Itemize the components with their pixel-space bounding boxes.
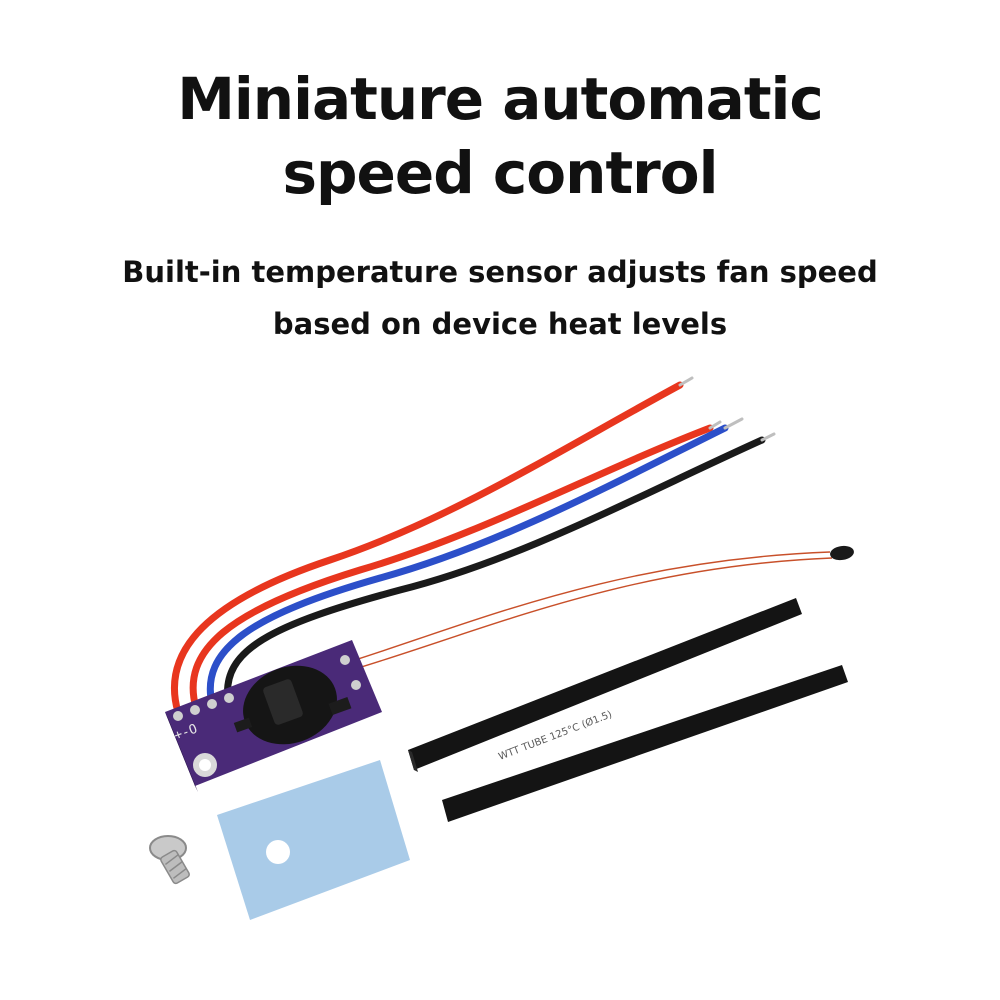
mounting-screw — [149, 835, 190, 885]
wire-red-short — [189, 424, 714, 712]
thermistor-bead — [830, 545, 854, 561]
wire-red-long — [170, 381, 684, 716]
headline: Miniature automatic speed control — [0, 62, 1000, 210]
heat-shrink-tubes: WTT TUBE 125°C (Ø1.5) — [408, 598, 848, 822]
subheadline-line-2: based on device heat levels — [272, 307, 728, 341]
thermal-pad — [217, 760, 410, 920]
controller-board: +-O — [165, 640, 382, 792]
subheadline: Built-in temperature sensor adjusts fan … — [0, 246, 1000, 350]
wire-black — [224, 436, 766, 704]
subheadline-line-1: Built-in temperature sensor adjusts fan … — [122, 255, 878, 289]
thermistor-wires — [354, 551, 833, 669]
fan-wires — [170, 381, 766, 716]
wire-tips — [678, 376, 776, 442]
headline-line-1: Miniature automatic — [177, 65, 824, 133]
wire-blue — [206, 424, 729, 708]
headline-line-2: speed control — [282, 139, 719, 207]
product-photo: +-O WTT TUBE 125°C (Ø1.5) — [149, 376, 854, 920]
